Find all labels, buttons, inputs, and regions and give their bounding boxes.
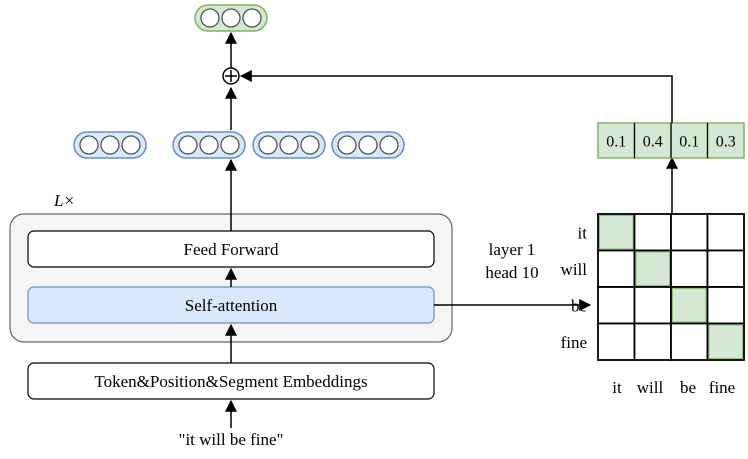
vector-unit [358, 135, 378, 155]
attention-weights-row: 0.1 0.4 0.1 0.3 [597, 122, 745, 159]
output-vector-3 [252, 131, 326, 159]
matrix-cell [670, 213, 709, 252]
matrix-row-labels: it will be fine [561, 223, 588, 352]
vector-unit [79, 135, 99, 155]
vector-unit [300, 135, 320, 155]
row-label: it [578, 223, 588, 242]
matrix-cell [597, 249, 636, 288]
arrow-weights-to-plus [239, 70, 673, 123]
vector-unit [220, 135, 240, 155]
matrix-cell [670, 249, 709, 288]
matrix-cell [597, 322, 636, 361]
weight-value: 0.1 [679, 134, 699, 151]
matrix-cell [633, 286, 672, 325]
layer-multiplier-label: L× [53, 191, 75, 210]
output-vector-1 [73, 131, 147, 159]
head-label: head 10 [485, 263, 538, 282]
weight-value: 0.4 [643, 134, 663, 151]
vector-unit [199, 135, 219, 155]
vector-unit [221, 8, 241, 28]
matrix-highlight [672, 288, 707, 323]
vector-unit [178, 135, 198, 155]
layer-label: layer 1 [489, 240, 536, 259]
col-label: fine [709, 378, 735, 397]
col-label: will [637, 378, 664, 397]
matrix-highlight [635, 251, 670, 286]
attention-matrix [597, 213, 745, 361]
embeddings-label: Token&Position&Segment Embeddings [94, 372, 367, 391]
matrix-cell [597, 286, 636, 325]
vector-unit [121, 135, 141, 155]
vector-unit [279, 135, 299, 155]
weight-value: 0.1 [606, 134, 626, 151]
row-label: fine [561, 333, 587, 352]
matrix-cell [670, 322, 709, 361]
input-text: "it will be fine" [179, 430, 284, 449]
matrix-cell [633, 249, 672, 288]
weight-cell [597, 122, 636, 159]
matrix-cell [670, 286, 709, 325]
matrix-cell [706, 286, 745, 325]
matrix-cell [706, 322, 745, 361]
matrix-highlight [708, 324, 743, 359]
matrix-highlight [599, 215, 634, 250]
matrix-cell [633, 213, 672, 252]
matrix-cell [633, 322, 672, 361]
feed-forward-label: Feed Forward [184, 240, 279, 259]
self-attention-label: Self-attention [185, 296, 278, 315]
matrix-cell [706, 213, 745, 252]
output-vector-row [73, 131, 405, 159]
weight-cell [706, 122, 745, 159]
col-label: it [612, 378, 622, 397]
vector-unit [379, 135, 399, 155]
matrix-cell [706, 249, 745, 288]
row-label: be [571, 296, 587, 315]
final-output-vector [194, 4, 268, 32]
vector-unit [337, 135, 357, 155]
vector-unit [100, 135, 120, 155]
vector-unit [242, 8, 262, 28]
row-label: will [561, 260, 588, 279]
output-vector-4 [331, 131, 405, 159]
top-vector [194, 4, 268, 32]
vector-unit [258, 135, 278, 155]
vector-unit [200, 8, 220, 28]
output-vector-2 [172, 131, 246, 159]
col-label: be [680, 378, 696, 397]
weight-value: 0.3 [716, 134, 736, 151]
matrix-cell [597, 213, 636, 252]
weight-cell [633, 122, 672, 159]
